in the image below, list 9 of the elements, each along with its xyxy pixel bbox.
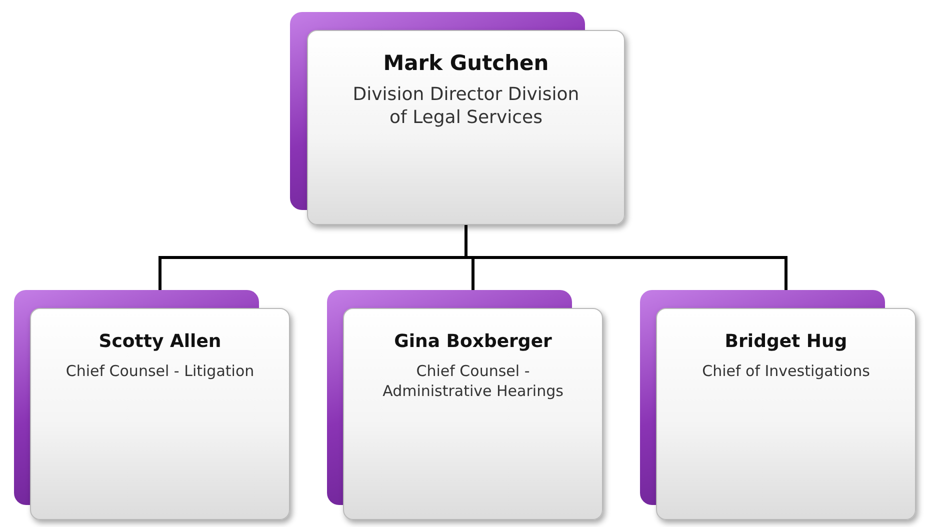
- person-name: Scotty Allen: [98, 331, 222, 352]
- job-title: Chief of Investigations: [701, 362, 871, 382]
- person-name: Mark Gutchen: [383, 51, 549, 75]
- job-title: Chief Counsel - Administrative Hearings: [382, 362, 564, 401]
- job-title: Chief Counsel - Litigation: [64, 362, 256, 382]
- person-name: Gina Boxberger: [394, 331, 552, 352]
- job-title: Division Director Division of Legal Services: [352, 83, 580, 130]
- connector-line: [464, 225, 788, 290]
- person-name: Bridget Hug: [724, 331, 848, 352]
